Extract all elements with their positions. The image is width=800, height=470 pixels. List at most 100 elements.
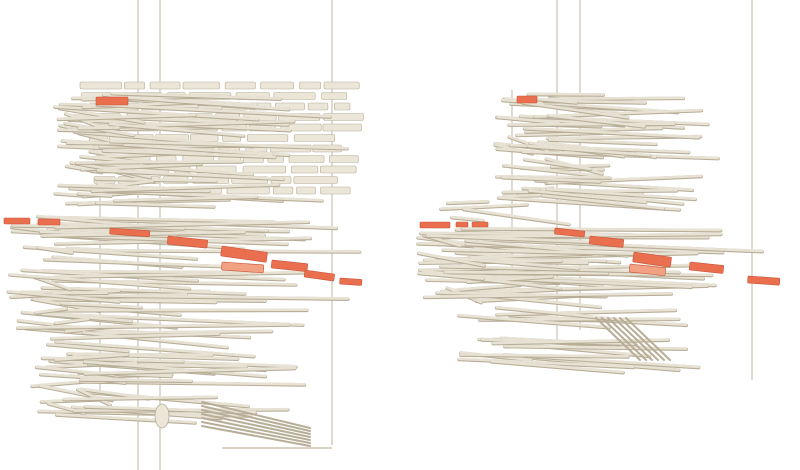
model-block xyxy=(79,81,122,90)
model-bar xyxy=(64,248,361,253)
highlight-block xyxy=(628,263,667,276)
model-bar xyxy=(439,203,529,211)
model-bar xyxy=(417,251,486,267)
model-block xyxy=(293,134,336,142)
model-bar xyxy=(62,395,218,401)
highlight-block xyxy=(303,269,335,282)
highlight-block xyxy=(747,275,781,286)
highlight-block xyxy=(419,221,451,229)
model-bar xyxy=(55,413,197,424)
model-bar xyxy=(91,183,280,193)
model-bar xyxy=(94,177,218,183)
model-bar xyxy=(46,342,130,353)
ramp-slat xyxy=(601,317,647,361)
model-bar xyxy=(77,192,113,197)
highlight-block xyxy=(95,96,129,106)
model-bar xyxy=(76,387,112,406)
highlight-block xyxy=(688,261,725,274)
highlight-block xyxy=(166,235,208,249)
model-bar xyxy=(90,161,254,176)
model-bar xyxy=(450,215,485,222)
highlight-block xyxy=(220,245,268,263)
model-bar xyxy=(58,106,146,124)
model-block xyxy=(149,81,181,90)
model-bar xyxy=(79,378,193,383)
model-bar xyxy=(507,122,676,126)
model-bar xyxy=(104,141,274,156)
ramp-slat xyxy=(201,425,311,447)
model-bar xyxy=(108,122,245,137)
highlight-block xyxy=(339,277,363,286)
model-block xyxy=(124,81,145,90)
model-bar xyxy=(110,91,282,100)
highlight-block xyxy=(455,221,469,228)
model-bar xyxy=(54,317,90,325)
model-bar xyxy=(470,276,562,290)
model-block xyxy=(242,165,286,174)
model-bar xyxy=(521,101,629,119)
model-bar xyxy=(523,157,592,171)
model-bar xyxy=(113,179,154,187)
model-bar xyxy=(423,292,673,299)
model-block xyxy=(272,186,294,195)
model-bar xyxy=(66,352,239,360)
model-bar xyxy=(113,195,258,202)
model-bar xyxy=(38,215,276,223)
model-bar xyxy=(54,220,310,229)
model-bar xyxy=(96,103,332,118)
model-block xyxy=(224,81,256,90)
model-bar xyxy=(41,286,246,295)
model-bar xyxy=(60,301,143,309)
model-bar xyxy=(496,115,560,125)
model-bar xyxy=(102,149,277,159)
model-bar xyxy=(95,201,216,208)
model-bar xyxy=(419,231,579,236)
model-bar xyxy=(36,297,217,304)
ramp-slat xyxy=(619,317,665,361)
model-bar xyxy=(16,323,290,329)
model-bar xyxy=(64,112,106,130)
model-bar xyxy=(77,126,120,130)
model-block xyxy=(323,81,360,90)
model-block xyxy=(293,176,338,184)
model-bar xyxy=(547,114,646,128)
model-bar xyxy=(40,312,133,323)
model-bar xyxy=(441,248,654,256)
pendulum-weight xyxy=(154,403,170,429)
model-bar xyxy=(86,329,273,335)
model-bar xyxy=(501,175,602,183)
ramp-slat xyxy=(607,317,653,361)
model-bar xyxy=(7,290,121,303)
ramp-slat xyxy=(595,317,641,361)
model-bar xyxy=(446,200,489,205)
highlight-block xyxy=(554,227,586,238)
model-bar xyxy=(533,97,578,104)
model-bar xyxy=(492,338,670,345)
model-bar xyxy=(435,255,580,270)
model-bar xyxy=(541,194,665,210)
model-bar xyxy=(60,293,350,300)
model-block xyxy=(260,81,294,90)
model-bar xyxy=(54,353,129,361)
highlight-block xyxy=(632,251,672,268)
model-bar xyxy=(83,360,267,378)
model-bar xyxy=(75,160,244,164)
model-bar xyxy=(457,313,611,329)
model-bar xyxy=(83,366,297,375)
model-bar xyxy=(108,94,290,111)
model-bar xyxy=(47,308,309,312)
highlight-block xyxy=(221,261,265,274)
model-bar xyxy=(54,340,256,358)
model-bar xyxy=(495,308,677,316)
model-bar xyxy=(50,332,221,340)
model-bar xyxy=(96,169,285,181)
model-block xyxy=(182,81,220,90)
model-bar xyxy=(490,359,625,374)
model-bar xyxy=(502,163,604,178)
model-bar xyxy=(109,139,349,150)
model-block xyxy=(320,165,357,174)
model-bar xyxy=(528,189,647,204)
model-bar xyxy=(57,113,197,121)
model-bar xyxy=(444,270,609,275)
